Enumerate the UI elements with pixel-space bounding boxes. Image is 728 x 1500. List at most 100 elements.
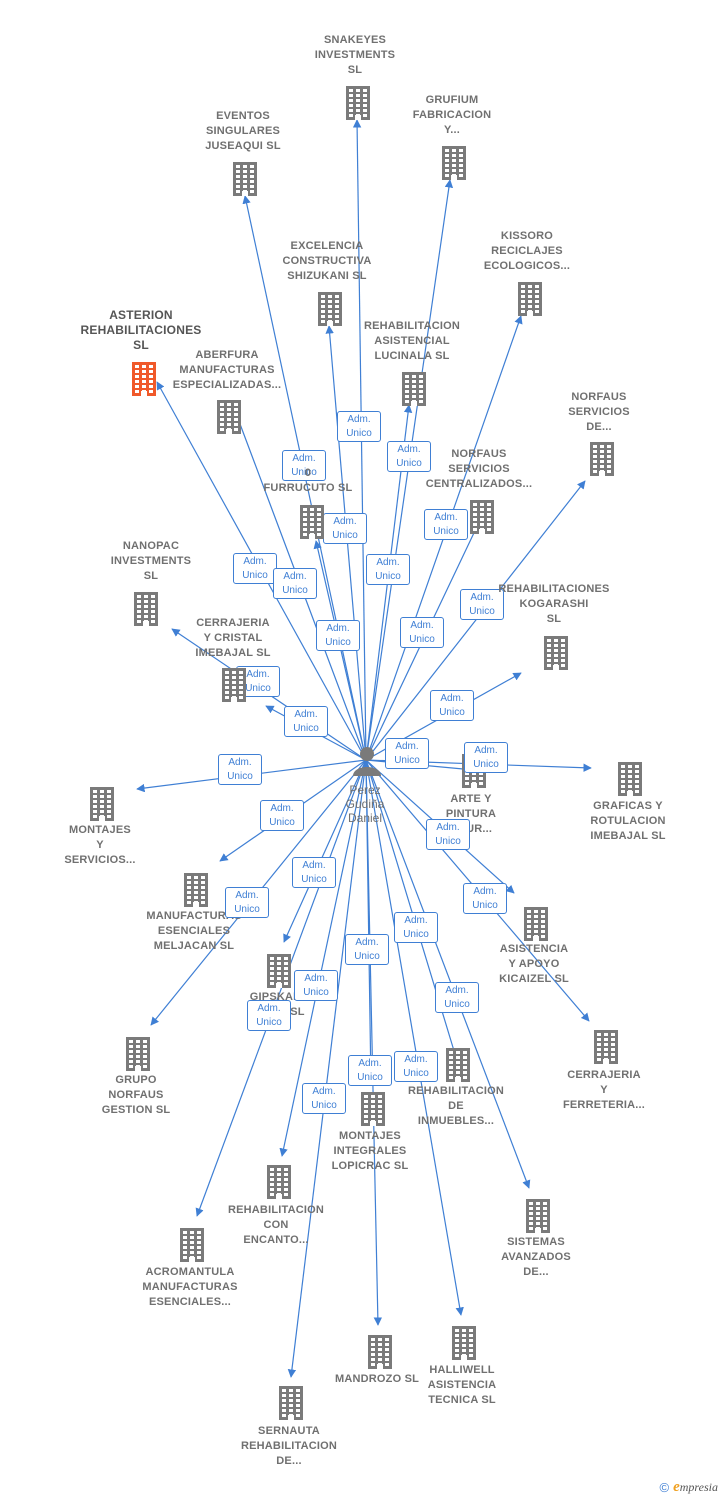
building-icon bbox=[90, 787, 114, 821]
company-node-kissoro[interactable] bbox=[514, 280, 546, 316]
company-label[interactable]: KISSORO RECICLAJES ECOLOGICOS... bbox=[483, 230, 571, 272]
company-node-montajes_lopicrac[interactable] bbox=[357, 1090, 389, 1126]
edge-sernauta bbox=[287, 759, 367, 1378]
company-label[interactable]: EXCELENCIA CONSTRUCTIVA SHIZUKANI SL bbox=[282, 240, 372, 282]
relation-badge[interactable]: Adm. Unico bbox=[292, 857, 336, 888]
building-icon bbox=[267, 954, 291, 988]
relation-badge[interactable]: Adm. Unico bbox=[345, 934, 389, 965]
company-label[interactable]: HALLIWELL ASISTENCIA TECNICA SL bbox=[427, 1364, 497, 1406]
company-node-halliwell[interactable] bbox=[448, 1324, 480, 1360]
building-icon bbox=[368, 1335, 392, 1369]
relation-badge[interactable]: Adm. Unico bbox=[424, 509, 468, 540]
company-label[interactable]: SERNAUTA REHABILITACION DE... bbox=[240, 1425, 338, 1467]
company-node-grupo_norfaus[interactable] bbox=[122, 1035, 154, 1071]
building-icon bbox=[544, 636, 568, 670]
company-label[interactable]: MANUFACTURAS ESENCIALES MELJACAN SL bbox=[146, 910, 242, 952]
company-label[interactable]: REHABILITACION ASISTENCIAL LUCINALA SL bbox=[363, 320, 461, 362]
relation-badge[interactable]: Adm. Unico bbox=[247, 1000, 291, 1031]
company-label[interactable]: ASTERION REHABILITACIONES SL bbox=[80, 308, 202, 352]
company-label[interactable]: SISTEMAS AVANZADOS DE... bbox=[501, 1236, 571, 1278]
relation-badge[interactable]: Adm. Unico bbox=[337, 411, 381, 442]
relation-badge[interactable]: Adm. Unico bbox=[366, 554, 410, 585]
relation-badge[interactable]: Adm. Unico bbox=[316, 620, 360, 651]
relation-badge[interactable]: Adm. Unico bbox=[294, 970, 338, 1001]
relation-badge[interactable]: Adm. Unico bbox=[260, 800, 304, 831]
company-node-rehab_kogarashi[interactable] bbox=[540, 634, 572, 670]
relation-badge[interactable]: Adm. Unico bbox=[385, 738, 429, 769]
edge-rehab_encanto bbox=[279, 759, 367, 1157]
company-label[interactable]: REHABILITACION CON ENCANTO... bbox=[227, 1204, 325, 1246]
relation-badge[interactable]: Adm. Unico bbox=[394, 912, 438, 943]
company-node-rehab_encanto[interactable] bbox=[263, 1163, 295, 1199]
company-node-rehab_inmuebles[interactable] bbox=[442, 1046, 474, 1082]
company-node-graficas[interactable] bbox=[614, 760, 646, 796]
relation-badge[interactable]: Adm. Unico bbox=[282, 450, 326, 481]
company-node-mandrozo[interactable] bbox=[364, 1333, 396, 1369]
company-node-aberfura[interactable] bbox=[213, 398, 245, 434]
center-person[interactable] bbox=[351, 744, 383, 778]
company-node-norfaus_servicios[interactable] bbox=[586, 440, 618, 476]
company-label[interactable]: ABERFURA MANUFACTURAS ESPECIALIZADAS... bbox=[172, 349, 282, 391]
company-node-excelencia[interactable] bbox=[314, 290, 346, 326]
relation-badge[interactable]: Adm. Unico bbox=[233, 553, 277, 584]
company-label[interactable]: NORFAUS SERVICIOS DE... bbox=[568, 391, 630, 433]
relation-badge[interactable]: Adm. Unico bbox=[463, 883, 507, 914]
company-node-acromantula[interactable] bbox=[176, 1226, 208, 1262]
company-label[interactable]: GRUPO NORFAUS GESTION SL bbox=[101, 1074, 171, 1116]
company-label[interactable]: SNAKEYES INVESTMENTS SL bbox=[314, 34, 396, 76]
company-label[interactable]: REHABILITACION DE INMUEBLES... bbox=[407, 1085, 505, 1127]
company-node-nanopac[interactable] bbox=[130, 590, 162, 626]
company-node-sernauta[interactable] bbox=[275, 1384, 307, 1420]
company-label[interactable]: MANDROZO SL bbox=[334, 1373, 420, 1385]
company-node-cerrajeria_ferreteria[interactable] bbox=[590, 1028, 622, 1064]
building-icon bbox=[134, 592, 158, 626]
person-icon bbox=[353, 747, 381, 776]
company-node-snakeyes[interactable] bbox=[342, 84, 374, 120]
relation-badge[interactable]: Adm. Unico bbox=[284, 706, 328, 737]
relation-badge[interactable]: Adm. Unico bbox=[273, 568, 317, 599]
company-label[interactable]: CERRAJERIA Y CRISTAL IMEBAJAL SL bbox=[195, 617, 271, 659]
relation-badge[interactable]: Adm. Unico bbox=[430, 690, 474, 721]
relation-badge[interactable]: Adm. Unico bbox=[464, 742, 508, 773]
relation-badge[interactable]: Adm. Unico bbox=[348, 1055, 392, 1086]
company-label[interactable]: GRUFIUM FABRICACION Y... bbox=[412, 94, 492, 136]
company-node-sistemas[interactable] bbox=[522, 1197, 554, 1233]
building-icon bbox=[222, 668, 246, 702]
company-label[interactable]: MONTAJES INTEGRALES LOPICRAC SL bbox=[331, 1130, 409, 1172]
company-label[interactable]: MONTAJES Y SERVICIOS... bbox=[64, 824, 136, 866]
relation-badge[interactable]: Adm. Unico bbox=[400, 617, 444, 648]
company-label[interactable]: 0 FURRUCUTO SL bbox=[263, 467, 353, 494]
company-label[interactable]: EVENTOS SINGULARES JUSEAQUI SL bbox=[205, 110, 281, 152]
company-label[interactable]: ARTE Y PINTURA ABUR... bbox=[445, 793, 497, 835]
company-label[interactable]: REHABILITACIONES KOGARASHI SL bbox=[498, 583, 610, 625]
company-node-norfaus_centralizados[interactable] bbox=[466, 498, 498, 534]
company-label[interactable]: ACROMANTULA MANUFACTURAS ESENCIALES... bbox=[142, 1266, 238, 1308]
company-node-grufium[interactable] bbox=[438, 144, 470, 180]
company-node-asterion[interactable] bbox=[128, 360, 160, 396]
building-icon bbox=[132, 362, 156, 396]
company-node-manufacturas_meljacan[interactable] bbox=[180, 871, 212, 907]
relation-badge[interactable]: Adm. Unico bbox=[323, 513, 367, 544]
relation-badge[interactable]: Adm. Unico bbox=[225, 887, 269, 918]
relation-badge[interactable]: Adm. Unico bbox=[218, 754, 262, 785]
building-icon bbox=[318, 292, 342, 326]
company-label[interactable]: CERRAJERIA Y FERRETERIA... bbox=[562, 1069, 646, 1111]
company-node-furrucuto[interactable] bbox=[296, 503, 328, 539]
company-node-cerrajeria_imebajal[interactable] bbox=[218, 666, 250, 702]
relation-badge[interactable]: Adm. Unico bbox=[460, 589, 504, 620]
company-node-eventos[interactable] bbox=[229, 160, 261, 196]
company-label[interactable]: NANOPAC INVESTMENTS SL bbox=[110, 540, 192, 582]
building-icon bbox=[590, 442, 614, 476]
relation-badge[interactable]: Adm. Unico bbox=[394, 1051, 438, 1082]
company-label[interactable]: GRAFICAS Y ROTULACION IMEBAJAL SL bbox=[590, 800, 666, 842]
relation-badge[interactable]: Adm. Unico bbox=[435, 982, 479, 1013]
relation-badge[interactable]: Adm. Unico bbox=[302, 1083, 346, 1114]
relation-badge[interactable]: Adm. Unico bbox=[426, 819, 470, 850]
company-node-asistencia_kicaizel[interactable] bbox=[520, 905, 552, 941]
company-label[interactable]: NORFAUS SERVICIOS CENTRALIZADOS... bbox=[425, 448, 533, 490]
company-node-rehab_lucinala[interactable] bbox=[398, 370, 430, 406]
relation-badge[interactable]: Adm. Unico bbox=[387, 441, 431, 472]
company-node-montajes_servicios[interactable] bbox=[86, 785, 118, 821]
company-node-gipskart[interactable] bbox=[263, 952, 295, 988]
company-label[interactable]: ASISTENCIA Y APOYO KICAIZEL SL bbox=[499, 943, 569, 985]
